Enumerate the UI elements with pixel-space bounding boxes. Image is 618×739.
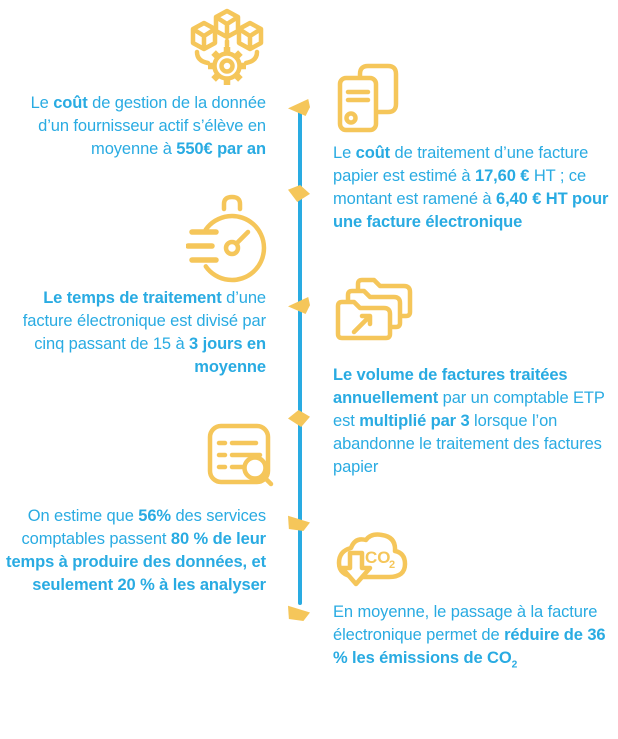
- co2-label-sub: 2: [389, 559, 395, 571]
- co2-label: CO: [365, 548, 391, 567]
- timeline-marker: [288, 605, 310, 621]
- folders-arrow-icon: [334, 276, 414, 350]
- fact-processing-time: Le temps de traitement d’une facture éle…: [22, 289, 266, 376]
- fact-invoice-volume: Le volume de factures traitées annuellem…: [333, 366, 605, 476]
- stopwatch-icon: [186, 194, 268, 286]
- timeline-marker: [288, 410, 310, 427]
- co2-cloud-icon: CO 2: [333, 519, 415, 591]
- cubes-gear-icon: [182, 8, 266, 88]
- timeline-line: [298, 107, 302, 605]
- checklist-search-icon: [206, 422, 276, 492]
- timeline-marker: [288, 185, 310, 202]
- fact-invoice-processing-cost: Le coût de traitement d’une facture papi…: [333, 144, 609, 231]
- invoices-icon: [334, 62, 402, 134]
- fact-co2-reduction: En moyenne, le passage à la facture élec…: [333, 603, 606, 671]
- fact-supplier-data-cost: Le coût de gestion de la donnée d’un fou…: [30, 94, 267, 158]
- fact-data-analysis-split: On estime que 56% des services comptable…: [6, 507, 266, 594]
